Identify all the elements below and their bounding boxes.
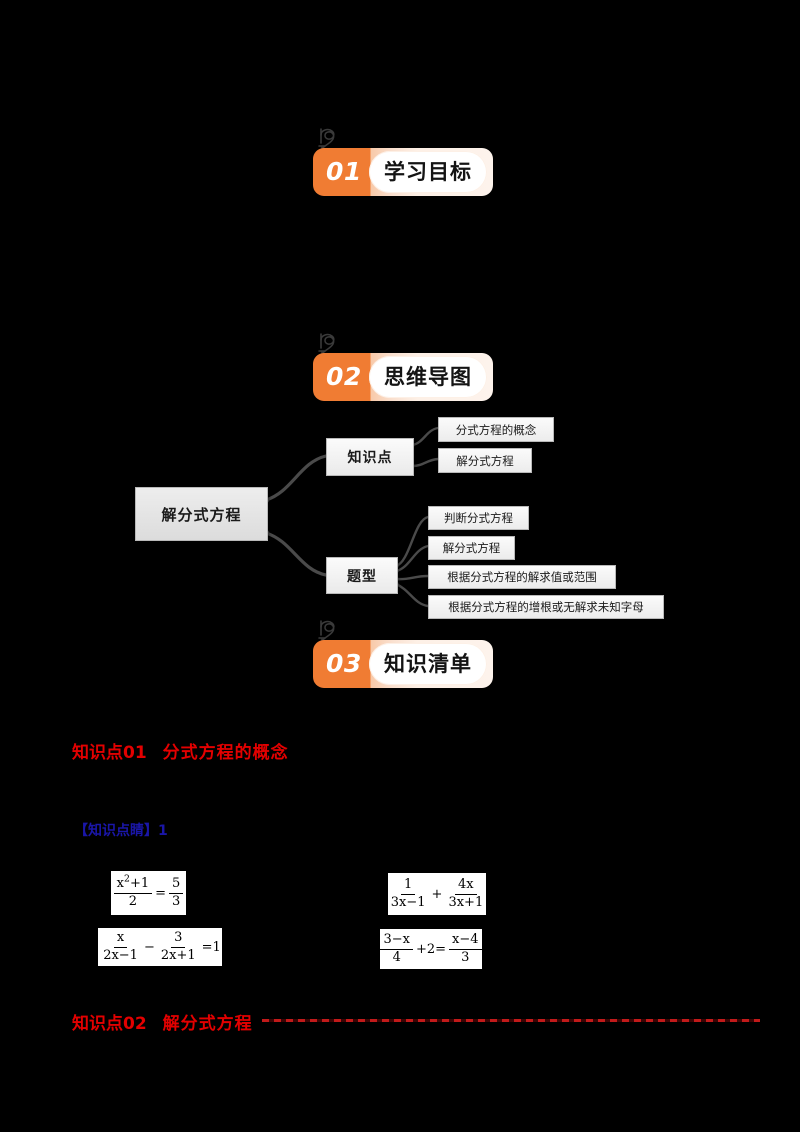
badge-number: 02 xyxy=(326,362,362,391)
mindmap-branch-knowledge-points[interactable]: 知识点 xyxy=(326,438,414,476)
mindmap-root-node[interactable]: 解分式方程 xyxy=(135,487,268,541)
knowledge-point-title: 解分式方程 xyxy=(162,1014,253,1034)
mindmap-leaf[interactable]: 判断分式方程 xyxy=(428,506,529,530)
fraction: x2+1 2 xyxy=(113,874,153,910)
fraction: 5 3 xyxy=(169,876,184,910)
knowledge-point-number: 知识点01 xyxy=(72,743,147,763)
badge-number: 03 xyxy=(326,649,362,678)
formula-box-2: x 2x−1 − 3 2x+1 =1 xyxy=(98,928,222,966)
knowledge-point-number: 知识点02 xyxy=(72,1014,147,1034)
section-badge-02: 02 思维导图 xyxy=(313,333,493,407)
badge-title: 思维导图 xyxy=(384,365,472,389)
heading-dashed-rule xyxy=(262,1019,760,1022)
mindmap-leaf[interactable]: 分式方程的概念 xyxy=(438,417,554,442)
mindmap-leaf[interactable]: 根据分式方程的解求值或范围 xyxy=(428,565,616,589)
badge-title-pill xyxy=(369,151,487,193)
formula-box-4: 3−x 4 +2= x−4 3 xyxy=(380,929,482,969)
formula-box-3: 1 3x−1 + 4x 3x+1 xyxy=(388,873,486,915)
badge-title-pill xyxy=(369,643,487,685)
badge-title-pill xyxy=(369,356,487,398)
badge-title: 知识清单 xyxy=(384,652,472,676)
badge-number: 01 xyxy=(326,157,362,186)
knowledge-point-heading-02: 知识点02 解分式方程 xyxy=(72,1009,253,1034)
fraction: x 2x−1 xyxy=(103,929,138,963)
knowledge-point-title: 分式方程的概念 xyxy=(162,743,289,763)
section-badge-03: 03 知识清单 xyxy=(313,620,493,694)
knowledge-point-heading-01: 知识点01 分式方程的概念 xyxy=(72,738,289,763)
fraction: 3 2x+1 xyxy=(160,929,196,963)
formula-box-1: x2+1 2 = 5 3 xyxy=(111,871,186,915)
mindmap-leaf[interactable]: 解分式方程 xyxy=(428,536,515,560)
mindmap-leaf[interactable]: 解分式方程 xyxy=(438,448,532,473)
section-badge-01: 01 学习目标 xyxy=(313,128,493,202)
fraction: 3−x 4 xyxy=(380,932,413,966)
mindmap-leaf[interactable]: 根据分式方程的增根或无解求未知字母 xyxy=(428,595,664,619)
fraction: 1 3x−1 xyxy=(390,876,426,910)
knowledge-subheading: 【知识点睛】1 xyxy=(74,823,168,839)
badge-title: 学习目标 xyxy=(384,160,472,184)
fraction: 4x 3x+1 xyxy=(448,876,484,910)
fraction: x−4 3 xyxy=(449,932,482,966)
mindmap-branch-question-types[interactable]: 题型 xyxy=(326,557,398,594)
